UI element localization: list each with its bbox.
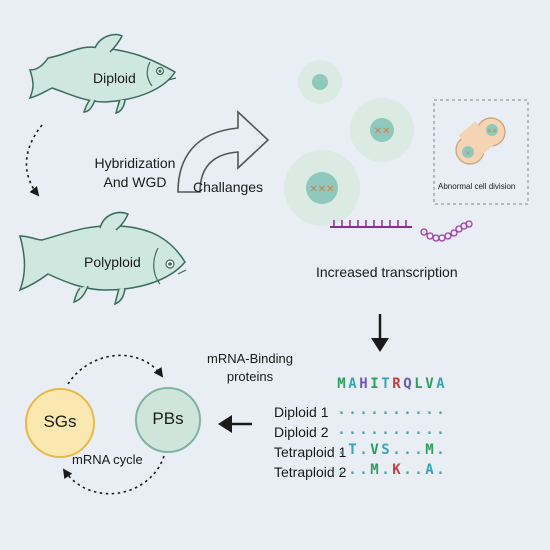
row1-residue-8: . — [414, 402, 423, 418]
abnormal-division-box — [433, 99, 529, 205]
abnormal-division-label: Abnormal cell division — [438, 182, 516, 191]
reference-residue-8: L — [414, 376, 423, 392]
reference-residue-2: A — [348, 376, 357, 392]
row3-residue-1: . — [337, 442, 346, 458]
sgs-label: SGs — [43, 412, 77, 431]
row2-residue-5: . — [381, 422, 390, 438]
row4-residue-6: K — [392, 462, 401, 478]
diploid-label: Diploid — [93, 70, 136, 86]
row4-residue-1: . — [337, 462, 346, 478]
cycle-arrow-top — [67, 354, 164, 385]
hybridization-line2: And WGD — [103, 174, 167, 190]
svg-text:✕✕✕: ✕✕✕ — [309, 184, 334, 195]
hybridization-arrow — [25, 124, 43, 197]
row4-residue-7: . — [403, 462, 412, 478]
row1-residue-6: . — [392, 402, 401, 418]
down-arrow — [371, 314, 389, 352]
diploid-fish-icon — [28, 33, 177, 115]
pbs-label: PBs — [152, 409, 184, 428]
row2-residue-2: . — [348, 422, 357, 438]
challenges-arrow — [177, 110, 270, 193]
row2-residue-3: . — [359, 422, 368, 438]
mrna-strand-icon — [330, 220, 412, 228]
sgs-granule-icon — [25, 388, 95, 458]
cycle-arrow-bottom — [62, 455, 165, 495]
pbs-body-icon — [135, 387, 201, 453]
row1-residue-2: . — [348, 402, 357, 418]
alignment-row-name-4: Tetraploid 2 — [274, 464, 347, 480]
row2-residue-9: . — [425, 422, 434, 438]
polyploid-fish-icon — [18, 211, 187, 306]
reference-residue-10: A — [436, 376, 445, 392]
polyploid-label: Polyploid — [84, 254, 141, 270]
alignment-residues-4: ...M.K..A. — [336, 462, 446, 478]
mrna-binding-line1: mRNA-Binding — [207, 351, 293, 366]
row2-residue-1: . — [337, 422, 346, 438]
dividing-cell-icon: ✕ ✕✕ — [455, 117, 506, 165]
reference-residue-7: Q — [403, 376, 412, 392]
row4-residue-3: . — [359, 462, 368, 478]
hybridization-label: Hybridization And WGD — [80, 154, 190, 192]
row1-residue-3: . — [359, 402, 368, 418]
row3-residue-5: S — [381, 442, 390, 458]
row2-residue-6: . — [392, 422, 401, 438]
row4-residue-9: A — [425, 462, 434, 478]
row1-residue-10: . — [436, 402, 445, 418]
row2-residue-10: . — [436, 422, 445, 438]
large-cell-icon: ✕✕✕ — [284, 150, 360, 226]
row4-residue-2: . — [348, 462, 357, 478]
row2-residue-8: . — [414, 422, 423, 438]
row4-residue-4: M — [370, 462, 379, 478]
row1-residue-1: . — [337, 402, 346, 418]
protein-chain-icon — [420, 220, 473, 242]
alignment-row-name-2: Diploid 2 — [274, 424, 329, 440]
row1-residue-9: . — [425, 402, 434, 418]
row1-residue-4: . — [370, 402, 379, 418]
row4-residue-5: . — [381, 462, 390, 478]
row1-residue-7: . — [403, 402, 412, 418]
alignment-residues-2: .......... — [336, 422, 446, 438]
row3-residue-7: . — [403, 442, 412, 458]
row4-residue-8: . — [414, 462, 423, 478]
svg-text:✕✕: ✕✕ — [487, 128, 497, 135]
small-cell-icon — [298, 60, 342, 104]
row4-residue-10: . — [436, 462, 445, 478]
row2-residue-4: . — [370, 422, 379, 438]
reference-residue-5: T — [381, 376, 390, 392]
mrna-binding-line2: proteins — [226, 369, 274, 384]
reference-residue-6: R — [392, 376, 401, 392]
reference-residue-1: M — [337, 376, 346, 392]
row3-residue-4: V — [370, 442, 379, 458]
mrna-binding-label: mRNA-Binding proteins — [190, 350, 310, 386]
svg-text:✕: ✕ — [465, 150, 470, 157]
row1-residue-5: . — [381, 402, 390, 418]
row3-residue-2: T — [348, 442, 357, 458]
medium-cell-icon: ✕✕ — [350, 98, 414, 162]
reference-residue-3: H — [359, 376, 368, 392]
svg-text:✕✕: ✕✕ — [374, 126, 391, 137]
challenges-label: Challanges — [193, 179, 264, 195]
row3-residue-6: . — [392, 442, 401, 458]
alignment-row-name-3: Tetraploid 1 — [274, 444, 347, 460]
increased-transcription-label: Increased transcription — [316, 264, 458, 280]
hybridization-line1: Hybridization — [94, 155, 176, 171]
alignment-row-name-1: Diploid 1 — [274, 404, 329, 420]
row3-residue-3: . — [359, 442, 368, 458]
row3-residue-8: . — [414, 442, 423, 458]
reference-residue-9: V — [425, 376, 434, 392]
row2-residue-7: . — [403, 422, 412, 438]
mrna-cycle-label: mRNA cycle — [72, 452, 143, 467]
left-arrow — [218, 415, 252, 433]
reference-residue-4: I — [370, 376, 379, 392]
alignment-residues-1: .......... — [336, 402, 446, 418]
row3-residue-9: M — [425, 442, 434, 458]
row3-residue-10: . — [436, 442, 445, 458]
